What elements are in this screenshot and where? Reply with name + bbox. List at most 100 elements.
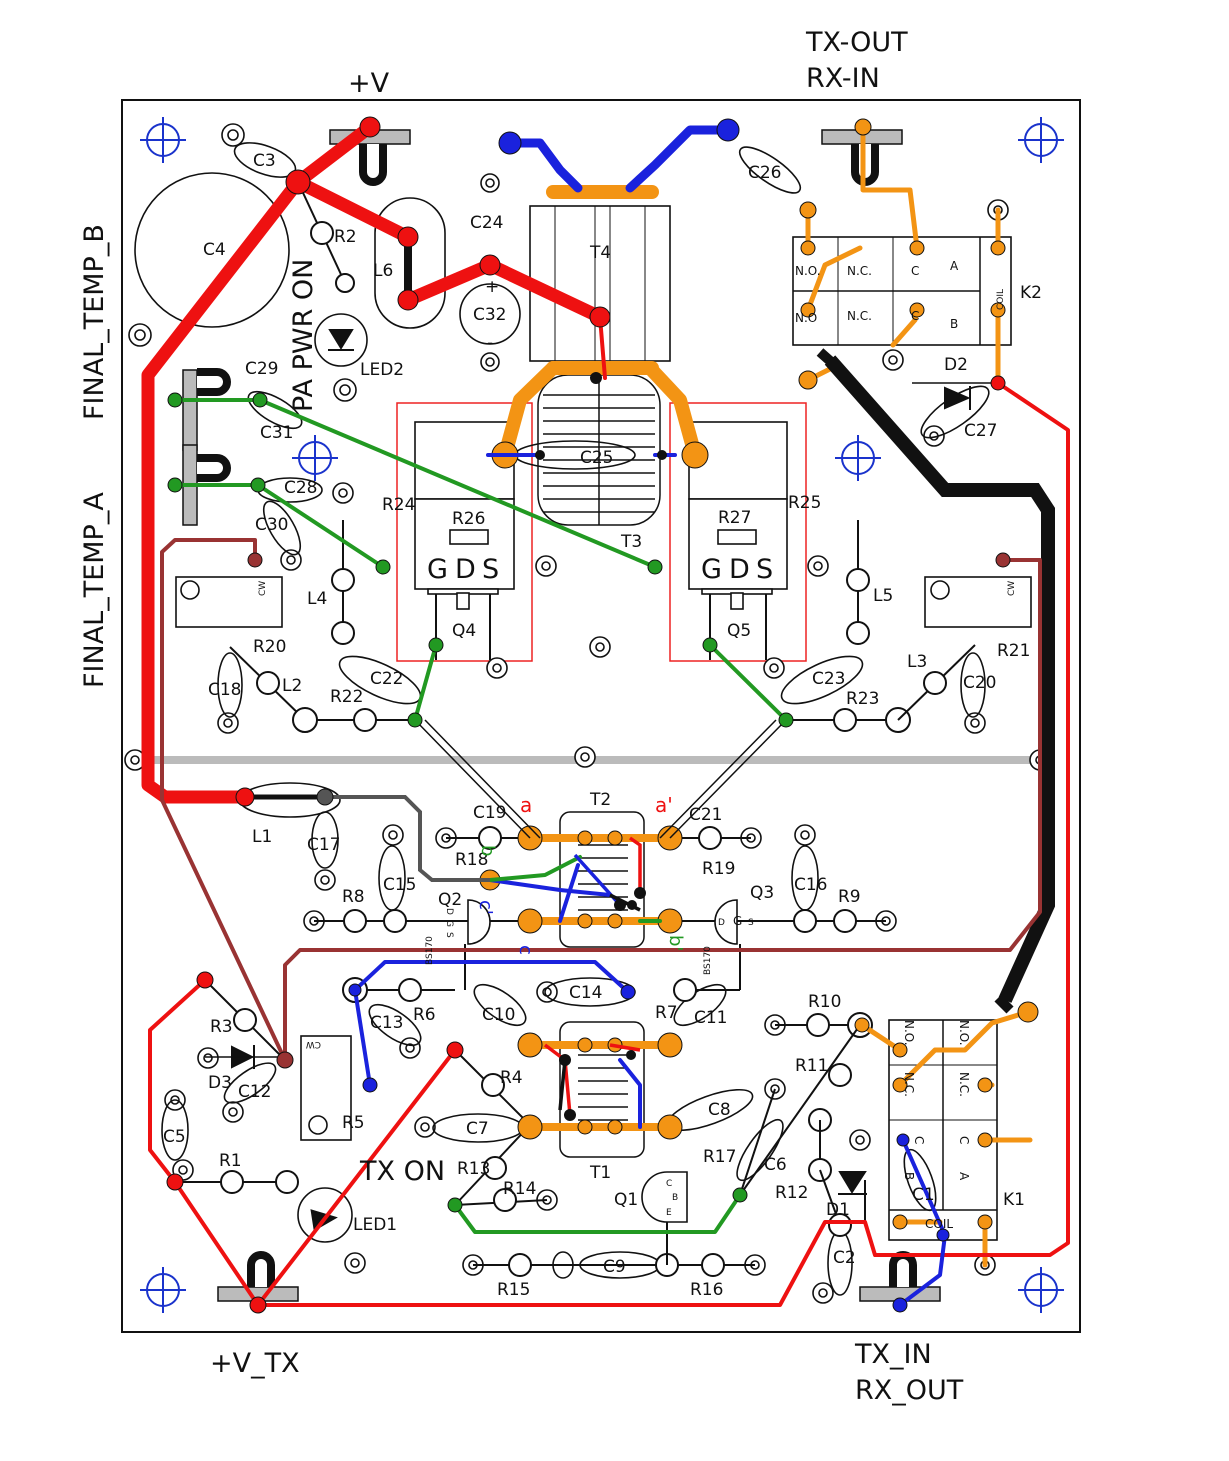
label-final-temp-a: FINAL_TEMP_A <box>79 492 110 688</box>
refdes-c16: C16 <box>794 875 828 895</box>
r20-cw: CW <box>258 581 268 596</box>
q4-d: D <box>455 554 476 585</box>
trimmer-r20 <box>175 576 283 628</box>
q3-g: G <box>733 914 742 928</box>
refdes-t4: T4 <box>589 243 611 263</box>
mounting-hole <box>140 1267 186 1313</box>
refdes-led2: LED2 <box>360 360 404 380</box>
trimmer-r5 <box>300 1035 352 1141</box>
fet-pin-labels: G D S G D S <box>427 554 773 585</box>
label-v-tx: +V_TX <box>210 1348 300 1379</box>
k2-nc-a: N.C. <box>847 264 872 278</box>
label-rx-in: RX-IN <box>806 63 880 94</box>
refdes-r11: R11 <box>795 1056 828 1076</box>
relay-k2 <box>792 236 1012 346</box>
refdes-c1: C1 <box>912 1185 935 1205</box>
k1-coil: COIL <box>925 1217 953 1231</box>
refdes-c2: C2 <box>833 1248 856 1268</box>
refdes-c27: C27 <box>964 421 998 441</box>
refdes-l2: L2 <box>282 676 302 696</box>
mounting-hole <box>140 117 186 163</box>
refdes-q3: Q3 <box>750 883 774 903</box>
refdes-r13: R13 <box>457 1159 490 1179</box>
blue-thin-traces <box>353 453 947 1307</box>
refdes-r27: R27 <box>718 508 751 528</box>
label-rx-out: RX_OUT <box>855 1375 964 1406</box>
refdes-c31: C31 <box>260 423 294 443</box>
q5-s: S <box>756 554 773 585</box>
refdes-c3: C3 <box>253 151 276 171</box>
refdes-r3: R3 <box>210 1017 233 1037</box>
refdes-c26: C26 <box>748 163 782 183</box>
refdes-t2: T2 <box>589 790 611 810</box>
q4-outline <box>396 402 533 662</box>
refdes-r16: R16 <box>690 1280 723 1300</box>
refdes-c29: C29 <box>245 359 279 379</box>
small-pin-labels: D G S D G S C B E CW CW CW BS170 BS170 +… <box>258 277 1017 1218</box>
k1-nc-a: N.C. <box>902 1072 916 1097</box>
refdes-c23: C23 <box>812 669 846 689</box>
q5-d: D <box>729 554 750 585</box>
refdes-c18: C18 <box>208 680 242 700</box>
c32-minus: - <box>487 333 493 353</box>
refdes-r20: R20 <box>253 637 286 657</box>
refdes-r12: R12 <box>775 1183 808 1203</box>
refdes-c12: C12 <box>238 1082 272 1102</box>
refdes-r7: R7 <box>655 1003 678 1023</box>
refdes-c19: C19 <box>473 803 507 823</box>
refdes-q5: Q5 <box>727 621 751 641</box>
label-pa-pwr-on: PA PWR ON <box>288 259 319 412</box>
refdes-c11: C11 <box>694 1008 728 1028</box>
q2-part-mark: BS170 <box>425 936 435 965</box>
refdes-r18: R18 <box>455 850 488 870</box>
refdes-q2: Q2 <box>438 890 462 910</box>
t2-mark-a-prime: a' <box>655 793 673 817</box>
refdes-c13: C13 <box>370 1013 404 1033</box>
refdes-r6: R6 <box>413 1005 436 1025</box>
q2-s: S <box>444 932 454 938</box>
refdes-r9: R9 <box>838 887 861 907</box>
k2-b: B <box>950 317 958 331</box>
q4-g: G <box>427 554 448 585</box>
coax-trace <box>824 355 1055 1003</box>
mounting-hole <box>292 435 338 481</box>
refdes-c30: C30 <box>255 515 289 535</box>
k1-c-a: C <box>912 1136 926 1144</box>
q2-d: D <box>444 908 454 915</box>
label-tx-in: TX_IN <box>854 1339 932 1370</box>
refdes-r2: R2 <box>334 227 357 247</box>
label-tx-on: TX ON <box>359 1156 445 1187</box>
t3-transformer <box>537 374 661 526</box>
coax-end <box>816 348 842 372</box>
refdes-l4: L4 <box>307 589 327 609</box>
label-v-plus: +V <box>348 68 390 99</box>
t2-mark-c: c <box>515 945 536 955</box>
refdes-d1: D1 <box>826 1200 850 1220</box>
k1-a: A <box>957 1172 971 1181</box>
q3-d: D <box>718 918 725 928</box>
refdes-c21: C21 <box>689 805 723 825</box>
refdes-l5: L5 <box>873 586 893 606</box>
k1-pin-labels: N.O. N.O. N.C. N.C. C C B A COIL <box>902 1020 971 1231</box>
capacitor-c32 <box>459 283 521 345</box>
winding-labels: a a' b b' c' c <box>475 793 686 955</box>
refdes-q4: Q4 <box>452 621 476 641</box>
refdes-k2: K2 <box>1020 283 1042 303</box>
t2-transformer <box>559 811 645 948</box>
k2-a: A <box>950 259 959 273</box>
k2-pin-labels: N.O. N.C. C A N.O N.C. C B COIL <box>795 259 1006 331</box>
refdes-r23: R23 <box>846 689 879 709</box>
refdes-c6: C6 <box>764 1155 787 1175</box>
refdes-t3: T3 <box>620 532 642 552</box>
k1-no-a: N.O. <box>902 1020 916 1046</box>
refdes-c4: C4 <box>203 240 226 260</box>
external-labels: +V TX-OUT RX-IN +V_TX TX_IN RX_OUT FINAL… <box>79 27 964 1406</box>
blue-traces <box>505 125 733 193</box>
t2-mark-b-prime: b' <box>665 935 686 951</box>
q1-c: C <box>666 1179 672 1189</box>
refdes-c7: C7 <box>466 1119 489 1139</box>
k1-c-b: C <box>957 1136 971 1144</box>
refdes-r21: R21 <box>997 641 1030 661</box>
label-tx-out: TX-OUT <box>805 27 908 58</box>
trace-pads <box>166 116 1011 1314</box>
